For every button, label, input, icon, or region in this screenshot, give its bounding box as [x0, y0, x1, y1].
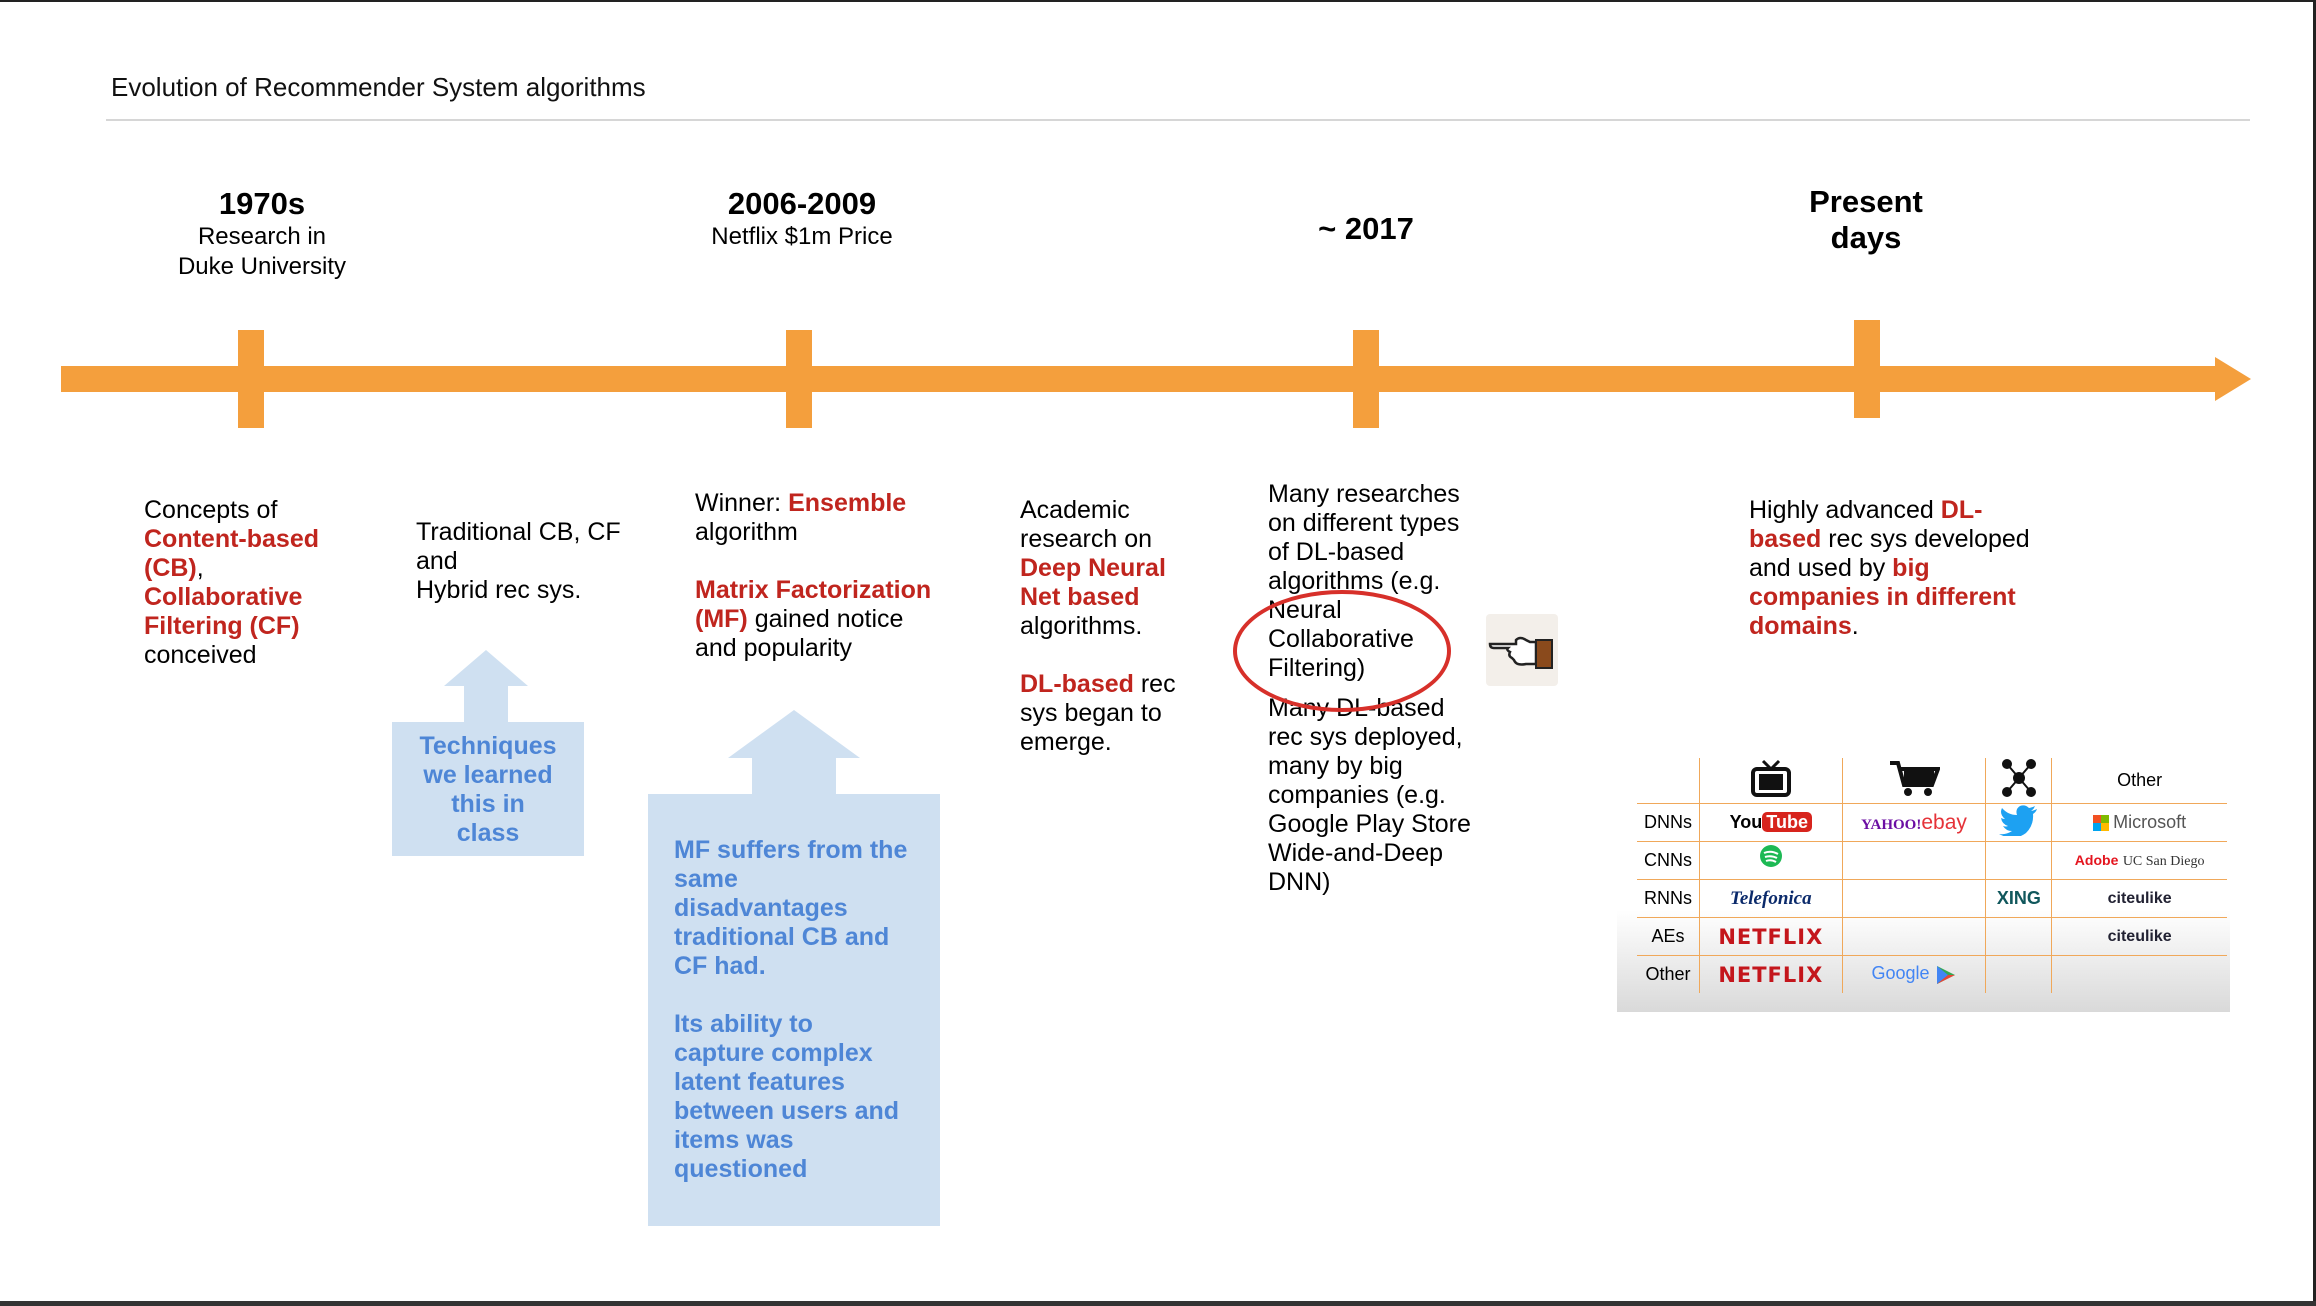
ucsd-logo: UC San Diego [2122, 853, 2205, 869]
adobe-logo: Adobe [2074, 851, 2119, 868]
era-2006-2009: 2006-2009 Netflix $1m Price [672, 186, 932, 252]
table-header-row: Other [1637, 758, 2227, 804]
cb-cf-concepts-text: Concepts of Content-based (CB), Collabor… [144, 496, 319, 669]
netflix-logo: NETFLIX [1718, 924, 1824, 949]
google-play-logo: Google [1871, 963, 1956, 985]
era-year: days [1830, 220, 1902, 255]
telefonica-logo: Telefonica [1729, 887, 1812, 909]
era-subtitle: Research in [197, 223, 327, 250]
traditional-rec-sys-text: Traditional CB, CF and Hybrid rec sys. [416, 518, 621, 604]
table-row: Other NETFLIX Google [1637, 955, 2227, 993]
slide-title: Evolution of Recommender System algorith… [111, 72, 646, 102]
citeulike-logo: citeulike [2107, 927, 2172, 945]
timeline-arrowhead [2215, 357, 2251, 401]
era-2017: ~ 2017 [1256, 211, 1476, 247]
yahoo-logo: YAHOO! [1861, 816, 1922, 833]
row-label: CNNs [1637, 841, 1700, 880]
shopping-cart-icon [1889, 761, 1941, 796]
citeulike-logo: citeulike [2107, 889, 2172, 907]
era-year: ~ 2017 [1318, 211, 1414, 246]
twitter-bird-icon [1998, 805, 2037, 838]
social-network-icon [2001, 759, 2036, 797]
callout-arrowhead [728, 710, 860, 758]
academic-research-text: Academic research on Deep Neural Net bas… [1020, 496, 1176, 756]
timeline-arrow [61, 357, 2251, 401]
timeline-tick-present [1854, 320, 1880, 418]
ebay-logo: ebay [1921, 810, 1967, 834]
callout-stem [752, 757, 836, 795]
callout-arrowhead [444, 650, 528, 686]
era-1970s: 1970s Research in Duke University [152, 186, 372, 282]
spotify-logo-icon [1759, 845, 1782, 867]
ncf-highlight-circle [1233, 590, 1451, 712]
row-label: AEs [1637, 917, 1700, 956]
right-border [2313, 0, 2316, 1306]
mf-disadvantages-callout: MF suffers from the same disadvantages t… [648, 794, 940, 1226]
era-present: Present days [1756, 184, 1976, 256]
timeline-tick-2017 [1353, 330, 1379, 428]
timeline-tick-2006 [786, 330, 812, 428]
era-subtitle: Netflix $1m Price [711, 223, 893, 250]
techniques-callout: Techniques we learned this in class [392, 722, 584, 856]
timeline-bar [61, 366, 2221, 392]
callout-stem [464, 685, 508, 723]
netflix-winner-text: Winner: Ensemble algorithm Matrix Factor… [695, 489, 932, 662]
table-row: CNNs Adobe UC San Diego [1637, 841, 2227, 880]
row-label: RNNs [1637, 879, 1700, 918]
bottom-border [0, 1301, 2316, 1306]
google-play-icon [1936, 965, 1955, 984]
xing-logo: XING [1996, 888, 2041, 908]
pointing-hand-icon [1486, 614, 1558, 686]
table-row: AEs NETFLIX citeulike [1637, 917, 2227, 956]
era-subtitle: Duke University [177, 253, 347, 280]
row-label: Other [1637, 955, 1700, 993]
era-year: 2006-2009 [727, 186, 877, 221]
top-border [0, 0, 2316, 2]
tv-icon [1750, 759, 1791, 797]
pointing-hand-icon [1488, 636, 1553, 669]
era-year: Present [1809, 184, 1923, 219]
table-row: RNNs Telefonica XING citeulike [1637, 879, 2227, 918]
microsoft-logo: Microsoft [2093, 812, 2186, 833]
era-year: 1970s [218, 186, 306, 221]
title-divider [106, 119, 2250, 121]
timeline-tick-1970s [238, 330, 264, 428]
netflix-logo: NETFLIX [1718, 962, 1824, 987]
present-days-text: Highly advanced DL- based rec sys develo… [1749, 496, 2030, 640]
column-header-other: Other [2117, 770, 2163, 790]
row-label: DNNs [1637, 803, 1700, 842]
